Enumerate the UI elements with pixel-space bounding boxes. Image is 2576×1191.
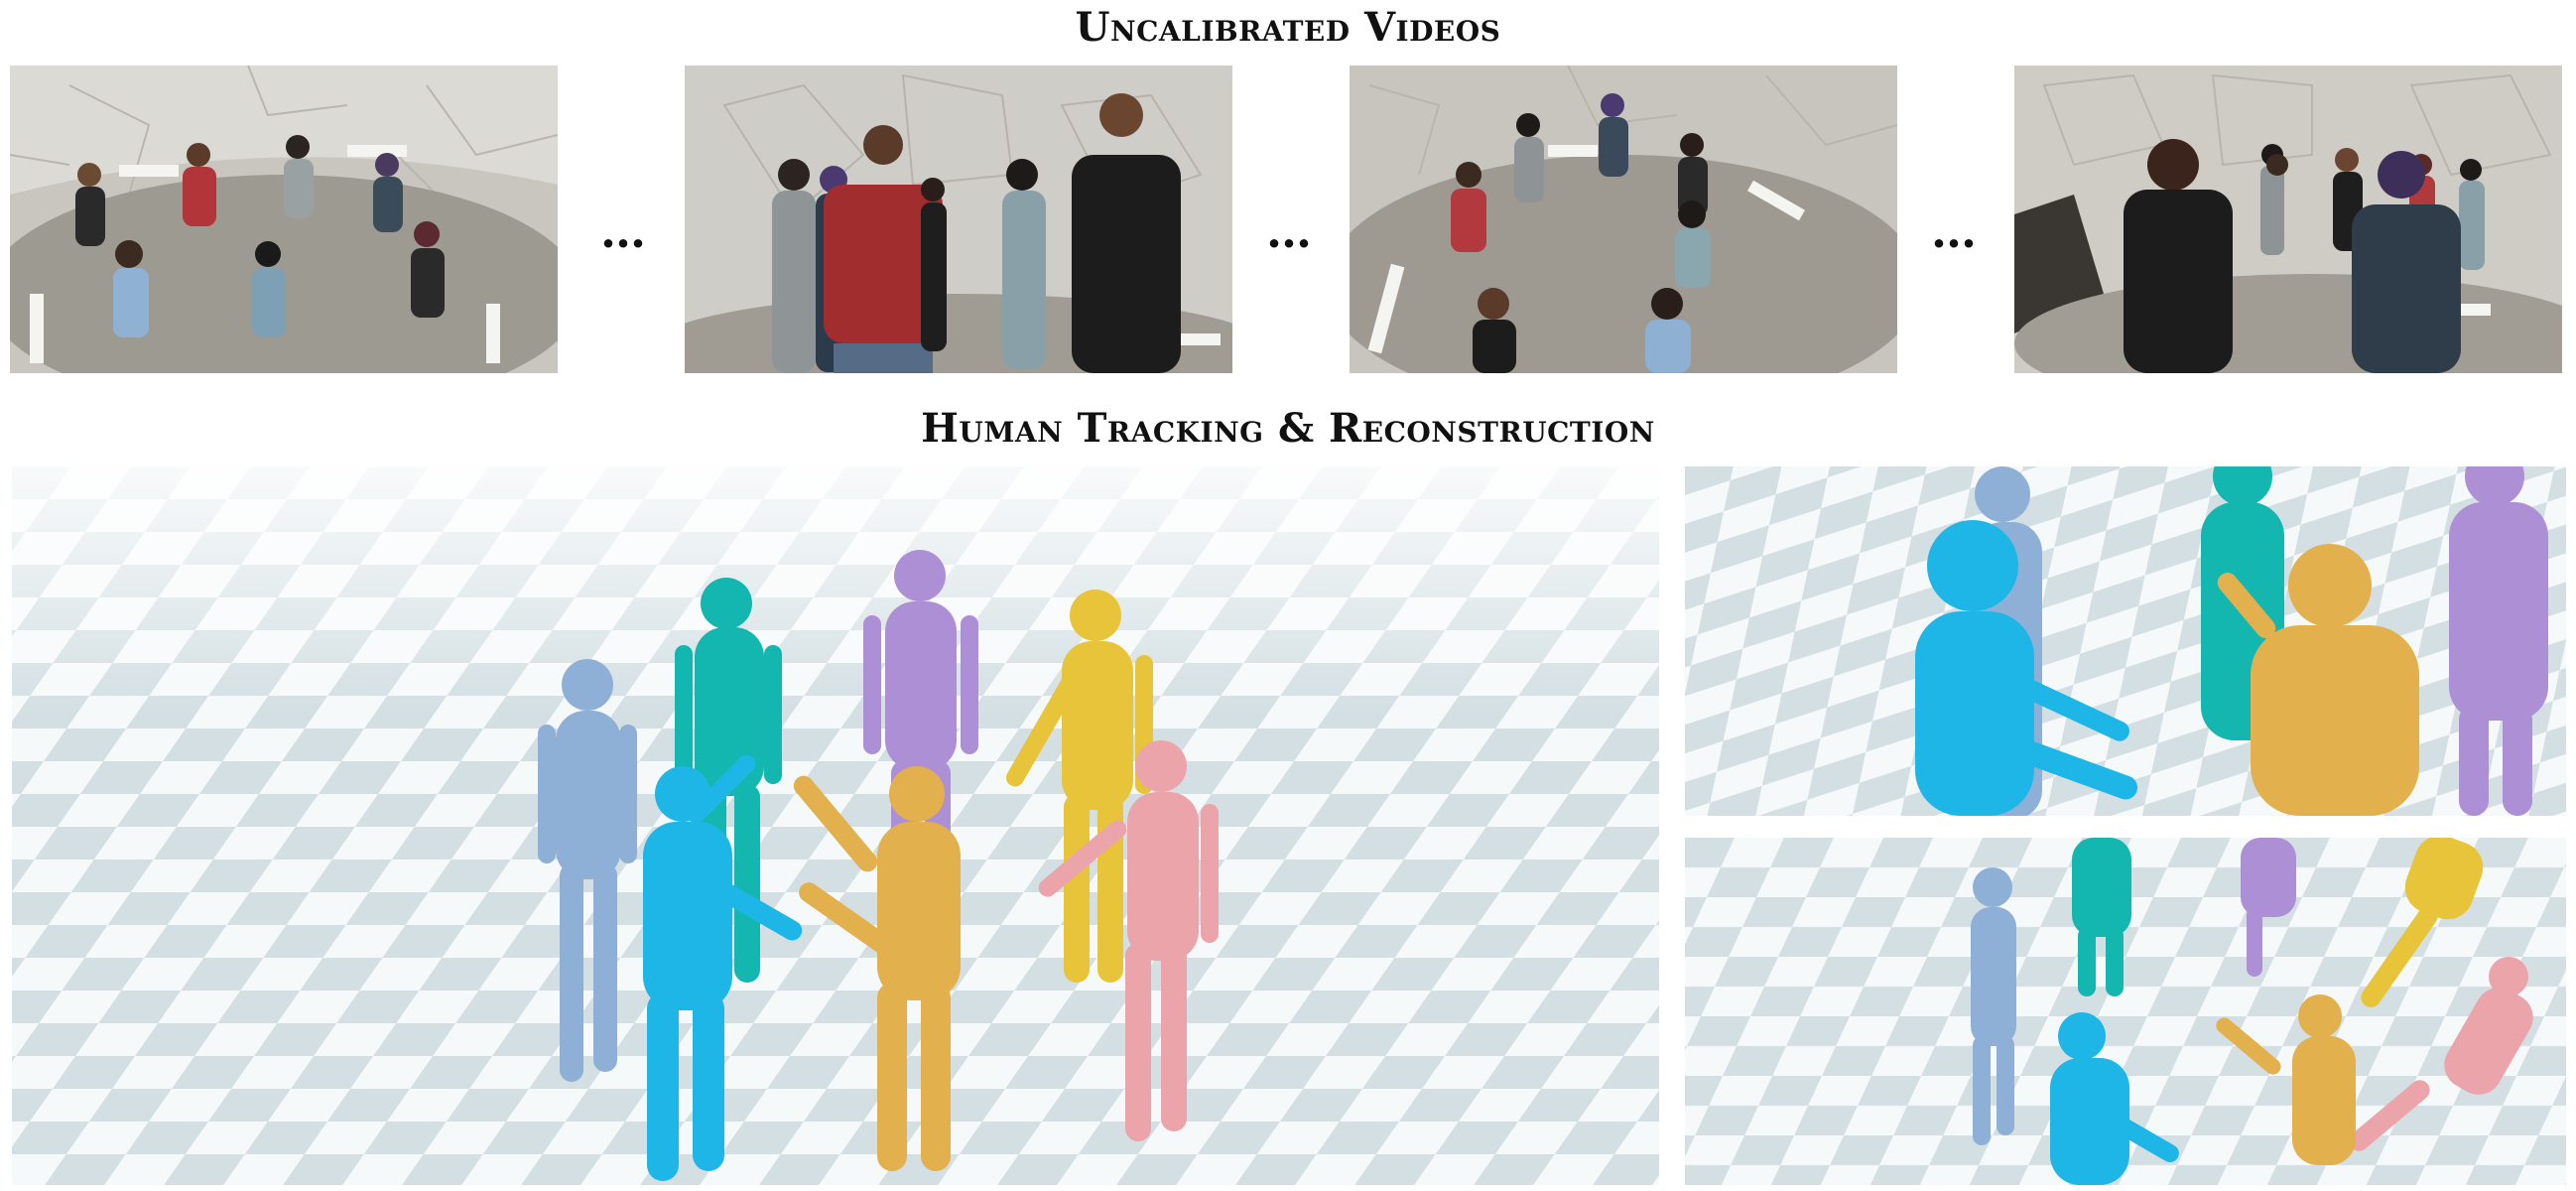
video-frame-4 — [2014, 66, 2562, 373]
ellipsis-separator: … — [1931, 204, 1979, 258]
title-uncalibrated-videos: Uncalibrated Videos — [1075, 4, 1501, 51]
ellipsis-separator: … — [600, 204, 648, 258]
reconstruction-main-view — [12, 466, 1659, 1185]
title-human-tracking: Human Tracking & Reconstruction — [921, 405, 1655, 452]
video-frame-1 — [10, 66, 558, 373]
human-mesh-figures — [538, 550, 1219, 1181]
video-frame-2 — [685, 66, 1232, 373]
reconstruction-view-bottom-right — [1685, 838, 2566, 1185]
ellipsis-separator: … — [1266, 204, 1314, 258]
reconstruction-view-top-right — [1685, 466, 2566, 816]
video-frame-3 — [1350, 66, 1897, 373]
